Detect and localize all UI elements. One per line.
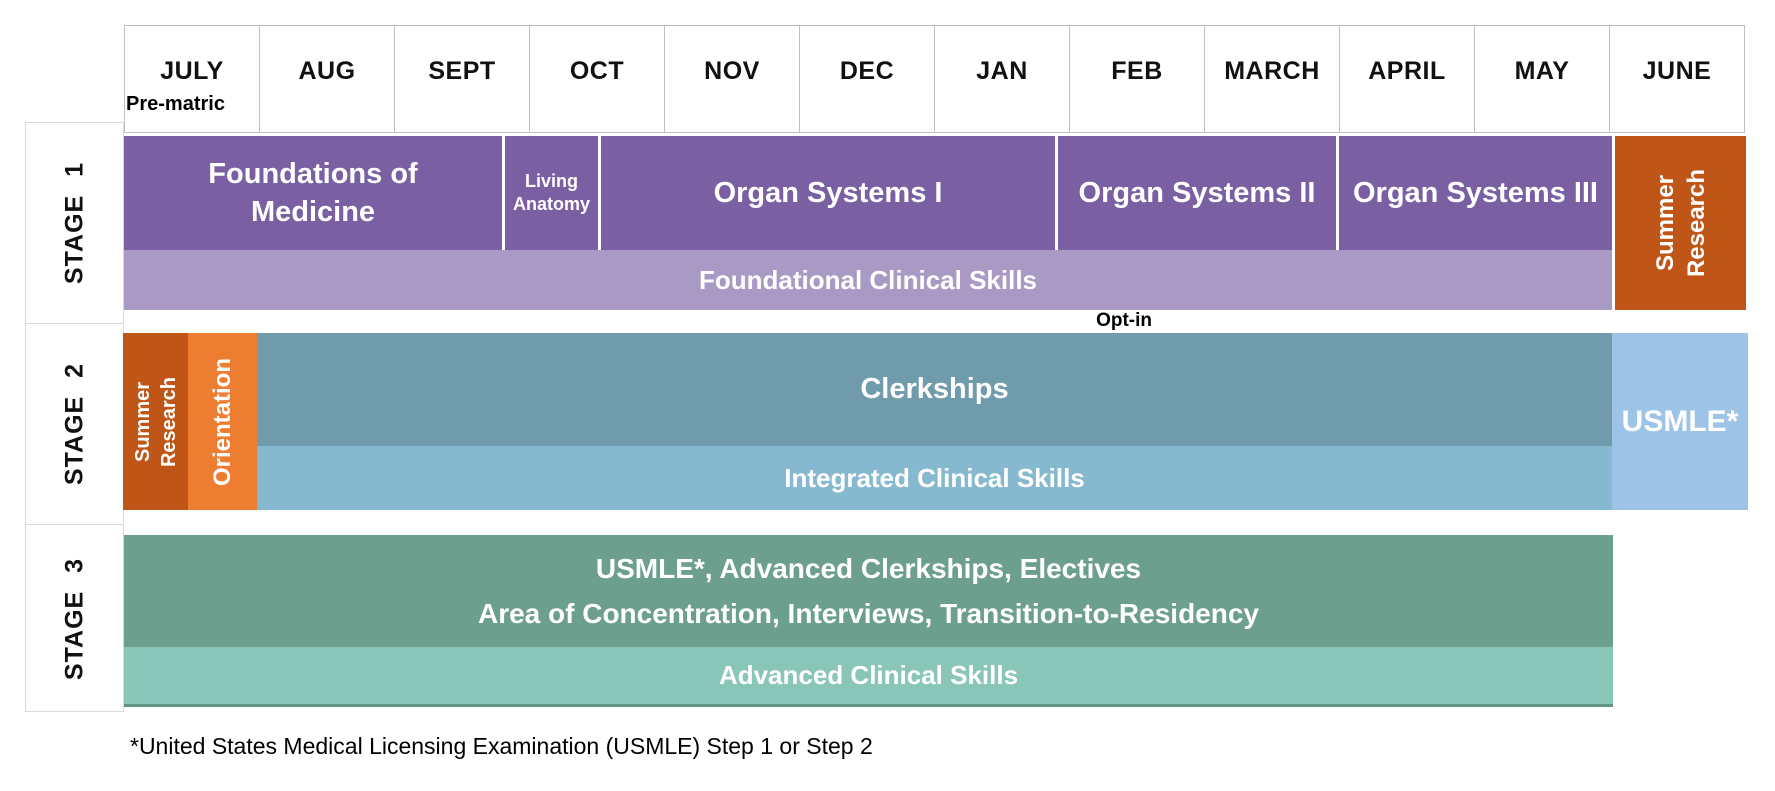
advanced-clinical-skills-band: Advanced Clinical Skills xyxy=(124,647,1613,707)
orientation-label: Orientation xyxy=(208,357,236,486)
stage3-line-1: USMLE*, Advanced Clerkships, Electives xyxy=(595,553,1142,584)
pre-matric-label: Pre-matric xyxy=(126,93,225,115)
month-cell: MARCH xyxy=(1205,26,1340,132)
living-anatomy-block: Living Anatomy xyxy=(505,136,598,250)
stage1-summer-research-block: Summer Research xyxy=(1615,136,1746,310)
foundations-line-2: Medicine xyxy=(250,196,376,228)
stage2-summer-research-label: Summer Research xyxy=(130,333,182,510)
stage-2-label: STAGE 2 xyxy=(60,362,88,486)
month-cell: OCT xyxy=(530,26,665,132)
research-line: Research xyxy=(1682,168,1710,278)
stage-2-label-cell: STAGE 2 xyxy=(26,323,123,524)
usmle-footnote: *United States Medical Licensing Examina… xyxy=(130,733,873,759)
opt-in-label: Opt-in xyxy=(1096,310,1152,331)
summer-line: Summer xyxy=(1651,174,1679,272)
month-cell: JULY xyxy=(125,26,260,132)
month-cell: MAY xyxy=(1475,26,1610,132)
foundations-line-1: Foundations of xyxy=(208,158,418,190)
month-cell: AUG xyxy=(260,26,395,132)
organ-systems-1-block: Organ Systems I xyxy=(601,136,1055,250)
summer-line: Summer xyxy=(131,381,154,462)
month-header-row: JULY AUG SEPT OCT NOV DEC JAN FEB MARCH … xyxy=(124,25,1745,133)
month-cell: SEPT xyxy=(395,26,530,132)
integrated-clinical-skills-band: Integrated Clinical Skills xyxy=(257,446,1612,510)
stage-label-column: STAGE 1 STAGE 2 STAGE 3 xyxy=(25,122,124,712)
living-anatomy-line-1: Living xyxy=(525,171,578,191)
clerkships-block: Clerkships xyxy=(257,333,1612,446)
stage3-main-block: USMLE*, Advanced Clerkships, Electives A… xyxy=(124,535,1613,647)
stage3-line-2: Area of Concentration, Interviews, Trans… xyxy=(477,598,1260,629)
stage1-summer-research-label: Summer Research xyxy=(1650,136,1712,310)
month-cell: JAN xyxy=(935,26,1070,132)
stage-3-label-cell: STAGE 3 xyxy=(26,524,123,712)
month-cell: DEC xyxy=(800,26,935,132)
organ-systems-3-block: Organ Systems III xyxy=(1339,136,1612,250)
stage-3-label: STAGE 3 xyxy=(60,557,88,680)
month-cell: JUNE xyxy=(1642,56,1712,85)
living-anatomy-line-2: Anatomy xyxy=(512,194,590,214)
stage-1-label: STAGE 1 xyxy=(60,161,88,285)
foundations-of-medicine-block: Foundations of Medicine xyxy=(124,136,502,250)
organ-systems-2-block: Organ Systems II xyxy=(1058,136,1336,250)
stage-1-label-cell: STAGE 1 xyxy=(26,123,123,323)
month-cell: APRIL xyxy=(1340,26,1475,132)
month-cell: FEB xyxy=(1070,26,1205,132)
research-line: Research xyxy=(157,376,180,467)
stage2-summer-research-block: Summer Research xyxy=(123,333,188,510)
foundational-clinical-skills-band: Foundational Clinical Skills xyxy=(124,250,1612,310)
orientation-block: Orientation xyxy=(188,333,257,510)
usmle-block: USMLE* xyxy=(1612,333,1748,510)
month-cell: NOV xyxy=(665,26,800,132)
